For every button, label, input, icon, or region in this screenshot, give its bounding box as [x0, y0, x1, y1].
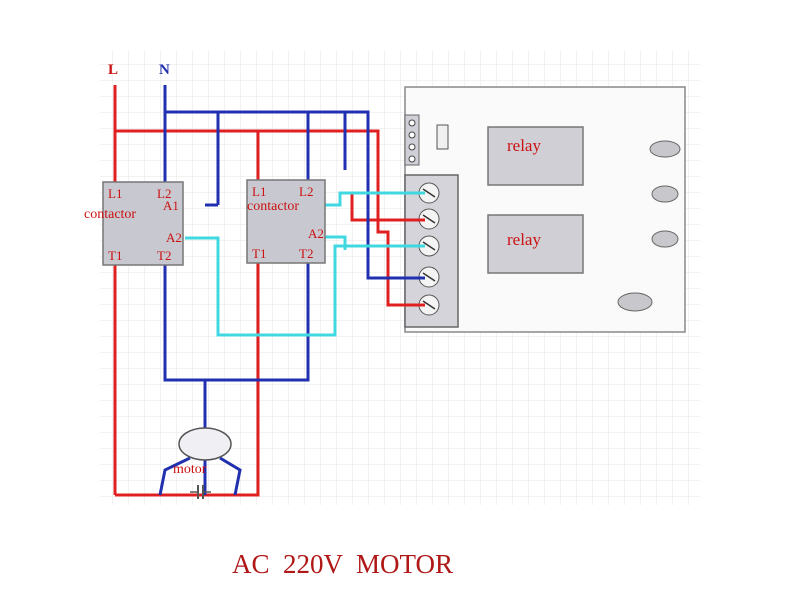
contactor-1-t1: T1: [108, 248, 122, 263]
motor: motor: [173, 427, 232, 499]
contactor-1-name: contactor: [84, 207, 136, 222]
contactor-1-t2: T2: [157, 248, 171, 263]
board-button-1: [649, 140, 681, 158]
motor-label: motor: [173, 462, 207, 477]
contactor-2-l1: L1: [252, 184, 266, 199]
relay-board: relay relay: [404, 86, 686, 333]
diagram-caption: AC 220V MOTOR: [232, 549, 453, 579]
line-n-label: N: [159, 62, 170, 78]
board-button-3: [651, 230, 679, 248]
line-l-wiring: [113, 85, 425, 497]
contactor-1-a1: A1: [163, 198, 179, 213]
motor-symbol: [178, 427, 232, 461]
contactor-2-name: contactor: [247, 199, 299, 214]
board-button-4: [617, 292, 653, 312]
relay-2-label: relay: [507, 230, 541, 249]
contactor-2-a2: A2: [308, 226, 324, 241]
contactor-1-a2: A2: [166, 230, 182, 245]
contactor-2-t1: T1: [252, 246, 266, 261]
relay-1: [487, 126, 584, 186]
contactor-1-l2: L2: [157, 186, 171, 201]
contactor-2: L1 L2 contactor A2 T1 T2: [246, 179, 326, 264]
relay-1-label: relay: [507, 136, 541, 155]
contactor-2-l2: L2: [299, 184, 313, 199]
line-n-wiring: [158, 85, 425, 496]
contactor-1-l1: L1: [108, 186, 122, 201]
control-wiring: [185, 191, 425, 337]
board-connector: [404, 114, 420, 166]
line-l-label: L: [108, 62, 118, 78]
capacitor-icon: [190, 485, 211, 499]
board-component: [436, 124, 449, 150]
board-button-2: [651, 185, 679, 203]
relay-2: [487, 214, 584, 274]
contactor-1: L1 L2 contactor A1 A2 T1 T2: [84, 181, 184, 266]
contactor-2-t2: T2: [299, 246, 313, 261]
